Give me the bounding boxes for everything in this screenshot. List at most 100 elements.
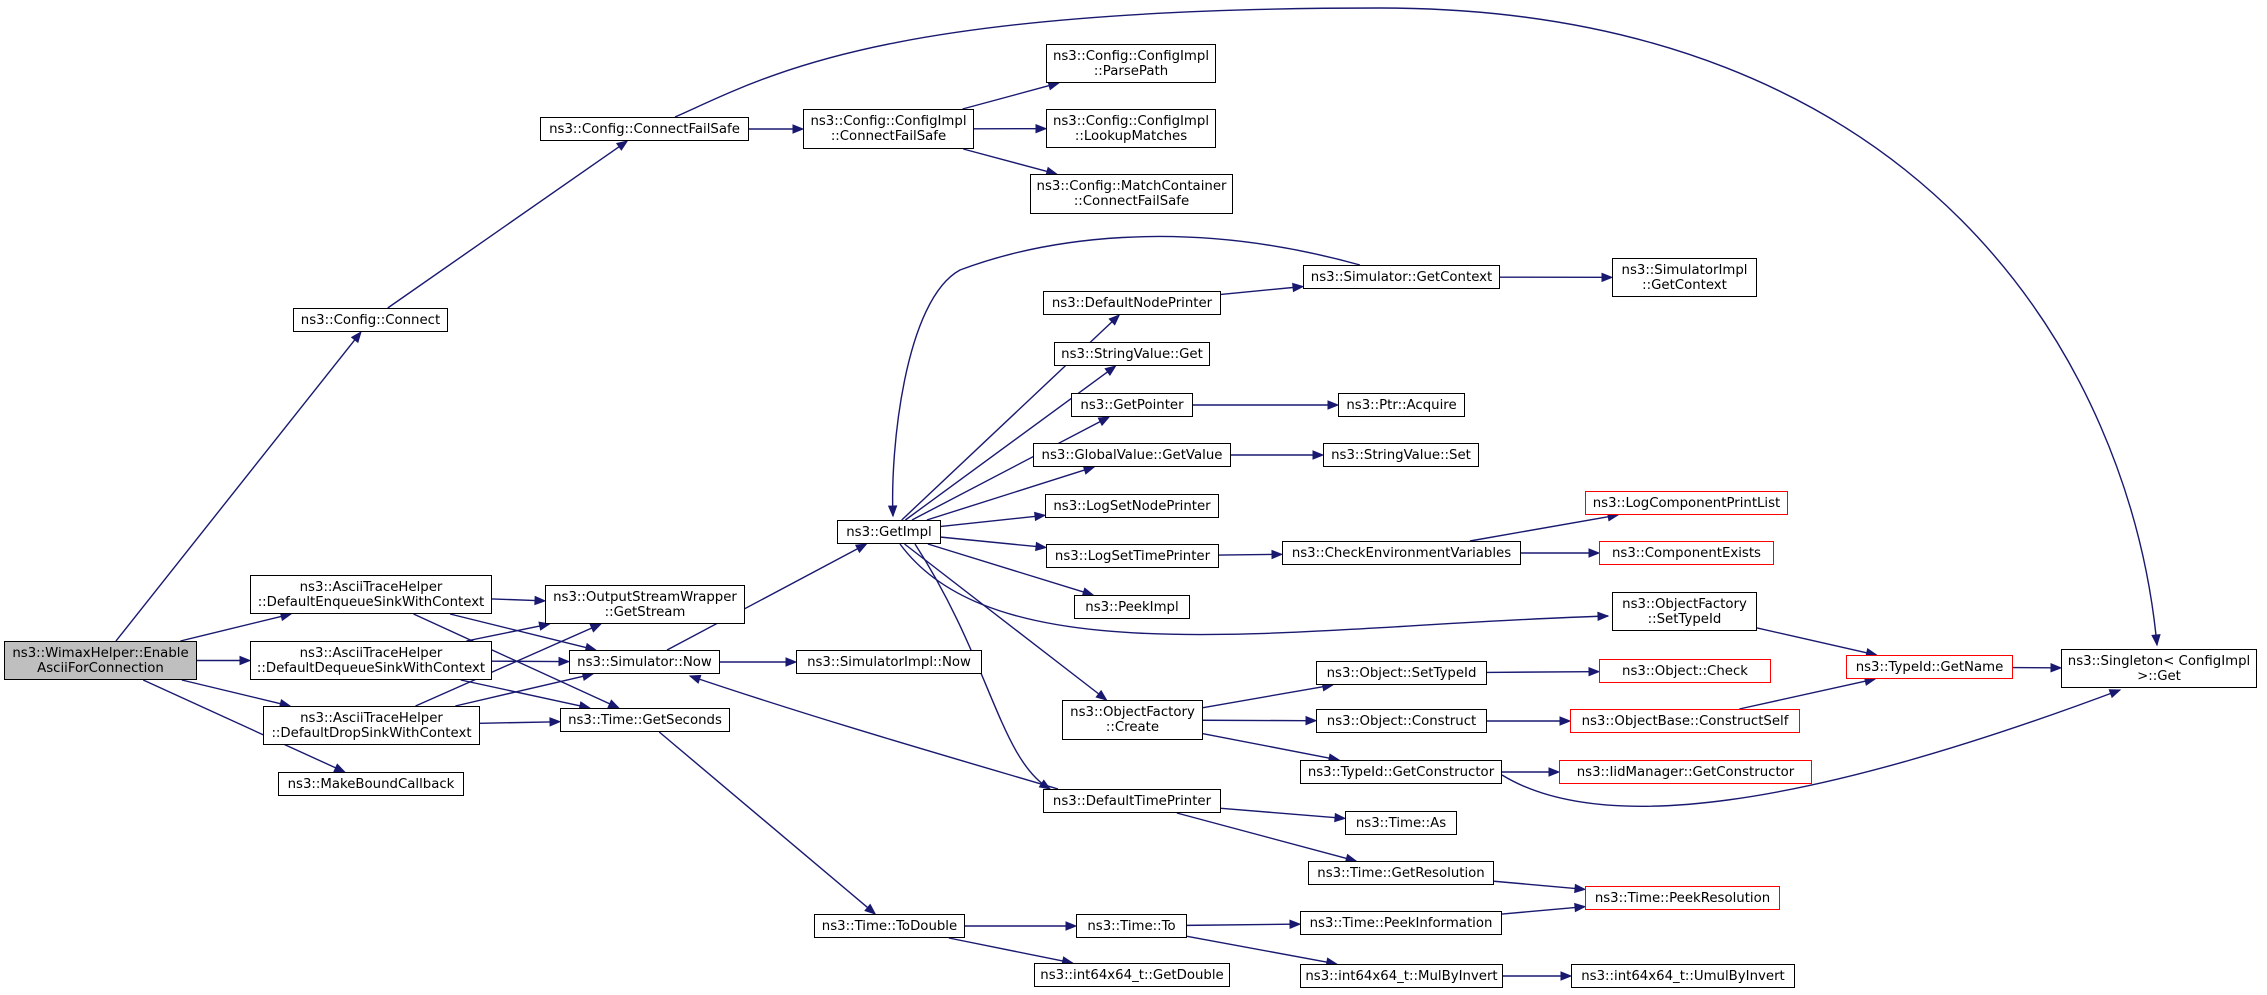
node-defnodeprinter[interactable]: ns3::DefaultNodePrinter [1043,291,1221,315]
edge-arrowhead [549,717,562,727]
node-stringvalue-set[interactable]: ns3::StringValue::Set [1323,443,1479,467]
node-logcompprintlist[interactable]: ns3::LogComponentPrintList [1585,491,1788,515]
node-obj-construct[interactable]: ns3::Object::Construct [1316,709,1487,733]
edge-getimpl-to-of-settypeid [899,543,1609,636]
node-ci-connectfailsafe[interactable]: ns3::Config::ConfigImpl::ConnectFailSafe [803,109,974,149]
node-label-line: ::ParsePath [1093,63,1169,79]
edge-arrowhead [1065,921,1078,931]
edge-arrowhead [2050,663,2063,673]
node-simimpl-now[interactable]: ns3::SimulatorImpl::Now [796,650,982,674]
node-i64-umulbyinvert[interactable]: ns3::int64x64_t::UmulByInvert [1571,964,1795,988]
edge-arrowhead [785,657,798,667]
edge-arrowhead [1574,902,1587,913]
node-makebound[interactable]: ns3::MakeBoundCallback [278,772,464,796]
edge-enqueue-to-osw-getstream [491,598,537,602]
node-stringvalue-get[interactable]: ns3::StringValue::Get [1054,342,1210,366]
node-ptr-acquire[interactable]: ns3::Ptr::Acquire [1338,393,1465,417]
edge-arrowhead [1305,715,1318,726]
node-label-line: ns3::SimulatorImpl [1621,262,1748,278]
edge-arrowhead [534,595,547,606]
edge-arrowhead [854,543,868,554]
node-typeid-getconstructor[interactable]: ns3::TypeId::GetConstructor [1300,760,1502,784]
node-simimpl-getcontext[interactable]: ns3::SimulatorImpl::GetContext [1612,258,1757,297]
node-label-line: ns3::TypeId::GetConstructor [1307,764,1495,780]
edge-arrowhead [2108,689,2122,699]
edge-defnodeprinter-to-sim-getcontext [1220,286,1295,296]
node-label-line: ::DefaultDropSinkWithContext [271,725,472,741]
node-label-line: ns3::AsciiTraceHelper [299,579,443,595]
node-sim-getcontext[interactable]: ns3::Simulator::GetContext [1303,265,1500,289]
edge-arrowhead [333,763,346,773]
node-label-line: ns3::Config::ConfigImpl [810,114,967,129]
node-enqueue[interactable]: ns3::AsciiTraceHelper::DefaultEnqueueSin… [250,575,492,614]
node-time-getresolution[interactable]: ns3::Time::GetResolution [1308,861,1494,885]
node-label-line: ns3::Object::Construct [1326,713,1477,729]
edge-checkenv-to-logcompprintlist [1469,515,1610,542]
node-time-as[interactable]: ns3::Time::As [1345,811,1457,835]
node-label-line: ::DefaultDequeueSinkWithContext [256,660,486,676]
edge-getimpl-to-deftimeprinter [914,543,1051,790]
node-singleton-get[interactable]: ns3::Singleton< ConfigImpl >::Get [2061,649,2257,688]
edge-drop-to-time-getseconds [479,721,552,725]
node-label-line: ns3::GetImpl [846,524,932,540]
node-label-line: ns3::Time::ToDouble [821,918,958,934]
edge-deftimeprinter-to-time-as [1220,807,1337,819]
node-label-line: ns3::LogSetNodePrinter [1053,498,1211,514]
edge-arrowhead [1035,123,1048,134]
node-time-todouble[interactable]: ns3::Time::ToDouble [814,914,965,938]
node-drop[interactable]: ns3::AsciiTraceHelper::DefaultDropSinkWi… [263,706,480,745]
node-getimpl[interactable]: ns3::GetImpl [837,520,941,544]
node-label-line: ns3::Object::Check [1622,663,1748,679]
node-label-line: ns3::LogComponentPrintList [1592,495,1781,511]
edge-arrowhead [1574,883,1587,894]
edge-sim-getcontext-to-getimpl [891,235,1361,517]
node-i64-mulbyinvert[interactable]: ns3::int64x64_t::MulByInvert [1300,964,1503,988]
edge-time-to-to-time-peekinformation [1186,923,1292,927]
node-osw-getstream[interactable]: ns3::OutputStreamWrapper::GetStream [545,585,745,624]
edge-arrowhead [1327,400,1340,410]
edge-wimax-to-connect [115,338,356,642]
node-label-line: ::Create [1105,720,1160,735]
node-label-line: ns3::Time::PeekInformation [1309,915,1493,931]
edge-ci-connectfailsafe-to-ci-parsepath [962,84,1051,110]
node-time-getseconds[interactable]: ns3::Time::GetSeconds [560,708,730,732]
node-label-line: ns3::StringValue::Get [1061,346,1203,362]
node-typeid-getname[interactable]: ns3::TypeId::GetName [1846,655,2013,679]
edge-arrowhead [1312,450,1325,460]
node-peekimpl[interactable]: ns3::PeekImpl [1074,595,1190,619]
node-getpointer[interactable]: ns3::GetPointer [1071,393,1193,417]
node-time-peekresolution[interactable]: ns3::Time::PeekResolution [1585,886,1780,910]
node-connectfailsafe[interactable]: ns3::Config::ConnectFailSafe [540,117,749,141]
node-compexists[interactable]: ns3::ComponentExists [1599,541,1774,565]
node-deftimeprinter[interactable]: ns3::DefaultTimePrinter [1043,789,1221,813]
node-logsetnodeprinter[interactable]: ns3::LogSetNodePrinter [1045,494,1219,518]
node-obj-settypeid[interactable]: ns3::Object::SetTypeId [1316,661,1487,685]
node-iid-getconstructor[interactable]: ns3::IidManager::GetConstructor [1559,760,1812,784]
node-gv-getvalue[interactable]: ns3::GlobalValue::GetValue [1033,443,1231,467]
node-of-create[interactable]: ns3::ObjectFactory::Create [1062,700,1203,740]
node-sim-now[interactable]: ns3::Simulator::Now [569,650,720,674]
edge-obj-settypeid-to-obj-check [1486,670,1591,674]
node-mc-connectfailsafe[interactable]: ns3::Config::MatchContainer::ConnectFail… [1030,174,1233,214]
node-obj-check[interactable]: ns3::Object::Check [1599,659,1771,683]
node-connect[interactable]: ns3::Config::Connect [293,308,448,332]
edge-arrowhead [1597,611,1610,622]
node-ci-lookupmatches[interactable]: ns3::Config::ConfigImpl::LookupMatches [1046,109,1216,148]
node-label-line: ns3::Ptr::Acquire [1346,397,1457,413]
node-label-line: >::Get [2137,668,2181,684]
node-i64-getdouble[interactable]: ns3::int64x64_t::GetDouble [1034,963,1230,987]
node-time-to[interactable]: ns3::Time::To [1076,914,1187,938]
edges-layer [115,7,2161,981]
node-of-settypeid[interactable]: ns3::ObjectFactory::SetTypeId [1612,592,1757,631]
node-dequeue[interactable]: ns3::AsciiTraceHelper::DefaultDequeueSin… [250,641,492,680]
node-logsettimeprinter[interactable]: ns3::LogSetTimePrinter [1046,544,1219,568]
edge-arrowhead [615,140,629,151]
node-label-line: ns3::LogSetTimePrinter [1054,548,1211,564]
node-label-line: ns3::Config::ConnectFailSafe [549,121,740,137]
node-time-peekinformation[interactable]: ns3::Time::PeekInformation [1300,911,1502,935]
node-ci-parsepath[interactable]: ns3::Config::ConfigImpl::ParsePath [1046,44,1216,83]
node-checkenv[interactable]: ns3::CheckEnvironmentVariables [1282,541,1521,565]
edge-getimpl-to-logsettimeprinter [940,536,1038,548]
node-objbase-constructself[interactable]: ns3::ObjectBase::ConstructSelf [1570,709,1800,733]
